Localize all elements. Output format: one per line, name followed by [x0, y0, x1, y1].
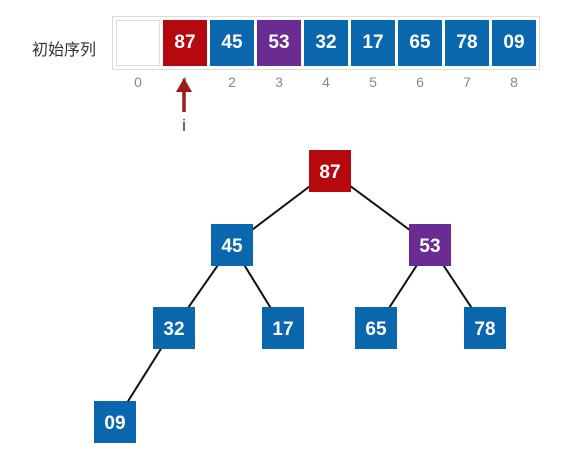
tree-node-box [409, 224, 451, 266]
tree-node: 17 [262, 307, 304, 349]
tree-node-value: 17 [272, 319, 293, 340]
tree-node-value: 32 [163, 319, 184, 340]
array-label: 初始序列 [32, 40, 97, 59]
array-index: 2 [228, 74, 236, 90]
array-cell: 53 [257, 20, 301, 66]
array-cell: 65 [398, 20, 442, 66]
array-cell [116, 20, 160, 66]
array-index: 7 [463, 74, 471, 90]
array-cell: 09 [492, 20, 536, 66]
tree-edges [114, 170, 486, 423]
tree-node-box [464, 307, 506, 349]
tree-node: 09 [94, 401, 136, 443]
tree-node-box [153, 307, 195, 349]
array-index: 8 [510, 74, 518, 90]
tree-node-value: 65 [365, 319, 387, 340]
tree-node: 32 [153, 307, 195, 349]
tree-node: 45 [211, 224, 253, 266]
tree-node: 53 [409, 224, 451, 266]
tree-node-box [262, 307, 304, 349]
tree-nodes: 87 45 53 32 17 65 78 09 [94, 150, 506, 443]
array-index: 3 [275, 74, 283, 90]
pointer-label: i [182, 116, 186, 135]
array-cell: 45 [210, 20, 254, 66]
tree-node-value: 78 [474, 319, 495, 340]
array-index: 6 [416, 74, 424, 90]
tree-node-box [355, 307, 397, 349]
tree-node-box [211, 224, 253, 266]
tree-node: 87 [309, 150, 351, 192]
array-index: 4 [322, 74, 330, 90]
array-cell: 32 [304, 20, 348, 66]
tree-node-box [94, 401, 136, 443]
array-index: 0 [134, 74, 142, 90]
tree-node-value: 53 [419, 236, 440, 257]
tree-node-box [309, 150, 351, 192]
array-cell: 78 [445, 20, 489, 66]
tree-node: 65 [355, 307, 397, 349]
array-cell: 87 [163, 20, 207, 66]
tree-node-value: 09 [104, 413, 125, 434]
array-cell: 17 [351, 20, 395, 66]
tree-node-value: 87 [319, 162, 340, 183]
pointer-arrow [176, 78, 192, 112]
tree-node-value: 45 [221, 236, 243, 257]
array-index: 5 [369, 74, 377, 90]
tree-node: 78 [464, 307, 506, 349]
